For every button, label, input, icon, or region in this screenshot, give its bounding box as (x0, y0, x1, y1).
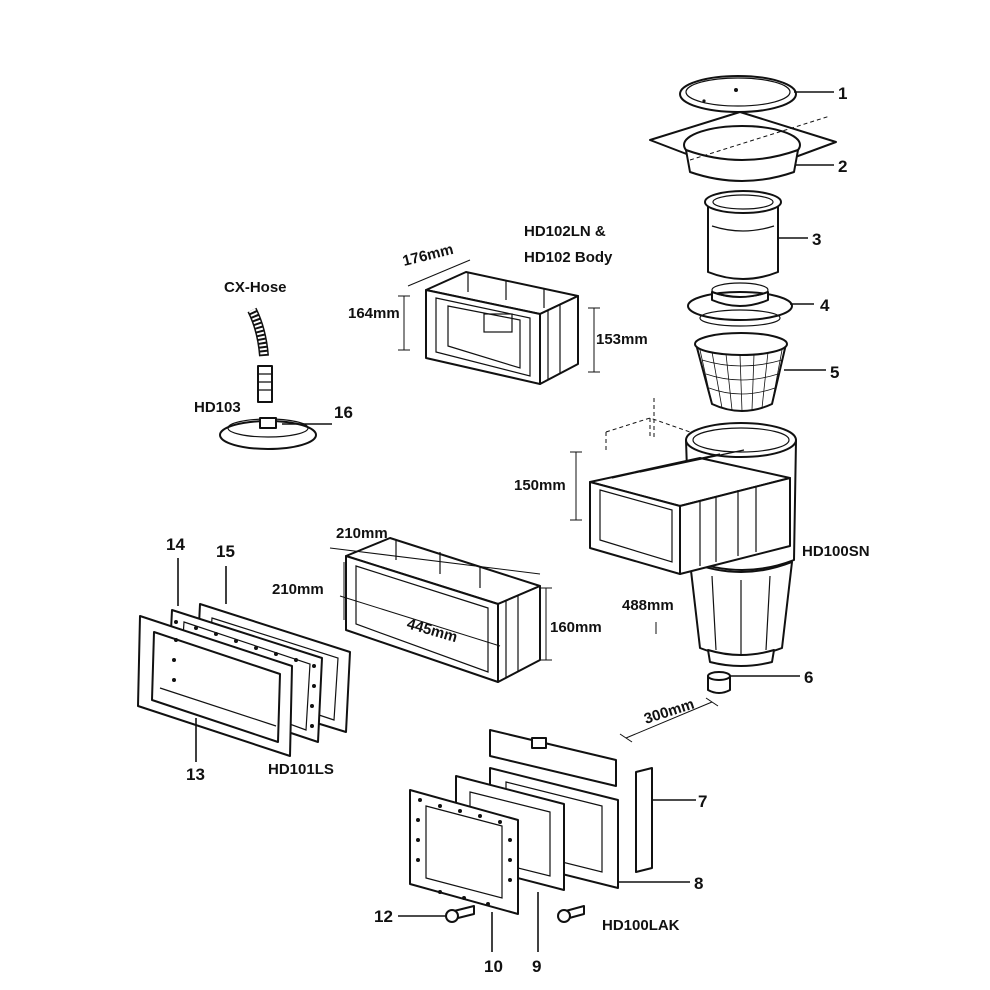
dim-hd102-height-front: 164mm (348, 305, 400, 322)
plug-part (707, 671, 800, 694)
hd100sn-skimmer-body (570, 398, 797, 743)
caption-labels: HD102LN & HD102 Body CX-Hose HD103 HD100… (194, 223, 870, 934)
caption-hd101ls: HD101LS (268, 761, 334, 778)
basket-part (694, 332, 826, 412)
collar-part (649, 111, 837, 182)
label-part-12: 12 (374, 907, 393, 926)
label-part-15: 15 (216, 542, 235, 561)
label-part-13: 13 (186, 765, 205, 784)
neck-tube-part (704, 190, 808, 280)
hd102-body (398, 259, 600, 385)
label-part-5: 5 (830, 363, 839, 382)
dim-hd101-back-height: 160mm (550, 619, 602, 636)
label-part-4: 4 (820, 296, 830, 315)
part-number-labels: 1 2 3 4 5 6 7 8 9 10 12 13 14 15 16 (166, 84, 847, 976)
ring-part (687, 282, 814, 327)
label-part-1: 1 (838, 84, 847, 103)
label-part-2: 2 (838, 157, 847, 176)
hd100lak-kit (398, 729, 696, 952)
dim-hd101-width: 210mm (336, 525, 388, 542)
dim-hd100sn-total-height: 488mm (622, 597, 674, 614)
label-part-3: 3 (812, 230, 821, 249)
caption-hd100sn: HD100SN (802, 543, 870, 560)
dim-hd102-height-back: 153mm (596, 331, 648, 348)
caption-hd102ln: HD102LN & (524, 223, 606, 240)
dim-hd101-height: 210mm (272, 581, 324, 598)
label-part-8: 8 (694, 874, 703, 893)
caption-hd102-body: HD102 Body (524, 249, 613, 266)
hd101ls-faceplates (137, 558, 351, 762)
label-part-6: 6 (804, 668, 813, 687)
label-part-7: 7 (698, 792, 707, 811)
label-part-10: 10 (484, 957, 503, 976)
lid-part (679, 75, 834, 113)
caption-hd100lak: HD100LAK (602, 917, 680, 934)
dim-hd100sn-mouth-height: 150mm (514, 477, 566, 494)
dim-hd102-width: 176mm (401, 241, 455, 270)
caption-hd103: HD103 (194, 399, 241, 416)
caption-cx-hose: CX-Hose (224, 279, 287, 296)
label-part-9: 9 (532, 957, 541, 976)
hd101-body (329, 537, 552, 683)
cx-hose-assembly (219, 307, 332, 450)
label-part-14: 14 (166, 535, 185, 554)
dim-hd100sn-depth: 300mm (642, 696, 696, 728)
label-part-16: 16 (334, 403, 353, 422)
